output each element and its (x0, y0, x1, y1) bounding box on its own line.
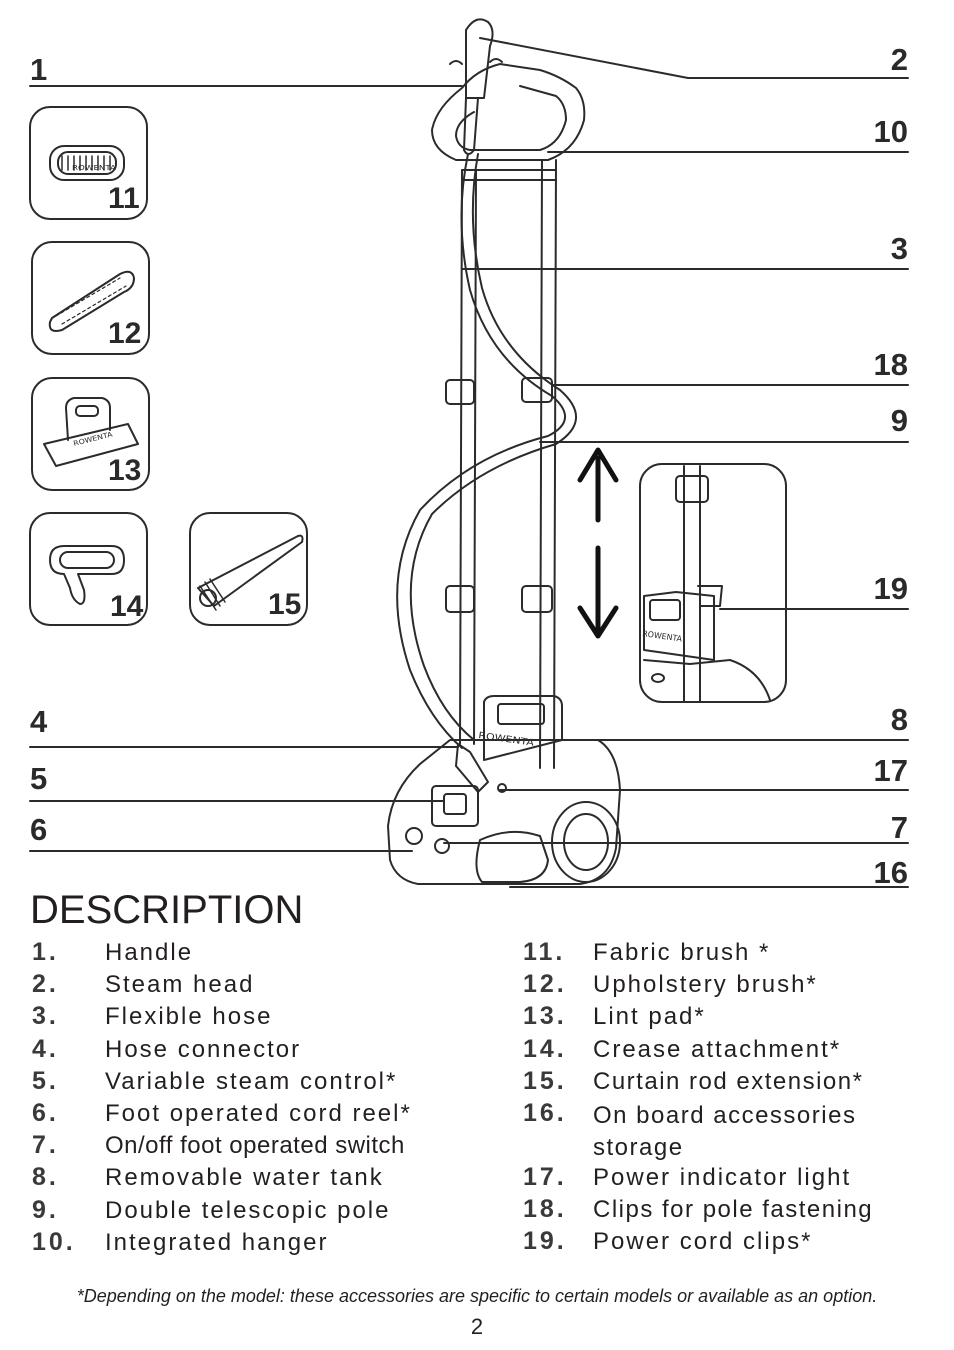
item-number: 2. (32, 970, 59, 999)
callout-1: 1 (30, 52, 48, 87)
callout-7: 7 (890, 810, 908, 845)
item-number: 19. (523, 1227, 567, 1256)
callout-17: 17 (873, 753, 908, 788)
steamer-hanger-and-poles (431, 63, 586, 769)
item-number: 12. (523, 970, 567, 999)
item-number: 7. (32, 1131, 59, 1160)
callout-leader-lines (29, 37, 909, 888)
brand-logo: ROWENTA (72, 164, 116, 172)
list-item: 6. Foot operated cord reel* (32, 1099, 472, 1131)
upholstery-brush-illustration (31, 241, 150, 355)
callout-18: 18 (873, 347, 908, 382)
crease-attachment-illustration (29, 512, 148, 626)
item-number: 18. (523, 1195, 567, 1224)
callout-10: 10 (873, 114, 908, 149)
lint-pad-illustration (31, 377, 150, 491)
parts-list-right: 11. Fabric brush * 12. Upholstery brush* 1… (523, 938, 943, 1260)
item-number: 6. (32, 1098, 59, 1127)
item-number: 9. (32, 1195, 59, 1224)
list-item: 15. Curtain rod extension* (523, 1067, 943, 1099)
callout-4: 4 (30, 704, 48, 739)
item-label: Lint pad* (593, 1003, 706, 1031)
brand-logo: ROWENTA (478, 731, 536, 749)
item-number: 3. (32, 1002, 59, 1031)
power-cord-clips-inset (639, 463, 787, 703)
list-item: 12. Upholstery brush* (523, 970, 943, 1002)
flexible-hose-illustration (396, 153, 577, 749)
item-label: Foot operated cord reel* (105, 1099, 412, 1127)
list-item: 18. Clips for pole fastening (523, 1195, 943, 1227)
item-number: 4. (32, 1034, 59, 1063)
section-title: DESCRIPTION (30, 888, 304, 932)
item-label: Clips for pole fastening (593, 1196, 874, 1224)
footnote: *Depending on the model: these accessori… (76, 1286, 878, 1306)
list-item: 10. Integrated hanger (32, 1228, 472, 1260)
item-label: Crease attachment* (593, 1035, 842, 1063)
item-label: Fabric brush * (593, 939, 771, 966)
list-item: 16. On board accessories storage (523, 1099, 943, 1163)
item-label: Hose connector (105, 1035, 302, 1063)
item-number: 13. (523, 1002, 567, 1031)
parts-list-left: 1. Handle 2. Steam head 3. Flexible hose 4.… (32, 938, 472, 1260)
telescopic-adjust-arrow-icon (577, 447, 619, 639)
item-number: 5. (32, 1066, 59, 1095)
item-number: 10. (32, 1227, 76, 1256)
list-item: 17. Power indicator light (523, 1163, 943, 1195)
item-label: Removable water tank (105, 1164, 384, 1192)
item-label: On board accessories storage (593, 1101, 857, 1161)
list-item: 14. Crease attachment* (523, 1035, 943, 1067)
item-number: 16. (523, 1098, 567, 1127)
accessory-number-12: 12 (108, 317, 142, 350)
list-item: 2. Steam head (32, 970, 472, 1002)
item-label: Power indicator light (593, 1163, 852, 1191)
list-item: 13. Lint pad* (523, 1002, 943, 1034)
curtain-rod-extension-illustration (189, 512, 308, 626)
list-item: 7. On/off foot operated switch (32, 1131, 472, 1163)
item-label: Integrated hanger (105, 1228, 329, 1256)
item-number: 11. (523, 938, 566, 966)
item-label: Power cord clips* (593, 1228, 813, 1256)
list-item: 11. Fabric brush * (523, 938, 943, 970)
list-item: 9. Double telescopic pole (32, 1196, 472, 1228)
brand-logo: ROWENTA (642, 629, 683, 644)
fabric-brush-illustration (29, 106, 148, 220)
item-number: 15. (523, 1066, 567, 1095)
garment-steamer-diagram: ROWENTA ROWENTA ROWENTA ROWENTA (29, 18, 909, 888)
item-label: Steam head (105, 971, 255, 999)
item-label: Curtain rod extension* (593, 1067, 864, 1095)
callout-9: 9 (890, 403, 908, 438)
item-number: 17. (523, 1162, 567, 1191)
list-item: 3. Flexible hose (32, 1002, 472, 1034)
item-number: 8. (32, 1163, 59, 1192)
steamer-base-illustration (387, 695, 621, 885)
callout-8: 8 (890, 702, 908, 737)
item-label: Variable steam control* (105, 1067, 398, 1095)
item-label: Flexible hose (105, 1003, 273, 1031)
item-number: 1. (32, 938, 59, 966)
callout-19: 19 (873, 571, 908, 606)
callout-2: 2 (890, 42, 908, 77)
item-number: 14. (523, 1034, 567, 1063)
item-label: On/off foot operated switch (105, 1132, 405, 1160)
list-item: 19. Power cord clips* (523, 1227, 943, 1259)
callout-6: 6 (30, 812, 48, 847)
page-number: 2 (470, 1314, 484, 1339)
item-label: Handle (105, 939, 194, 966)
list-item: 4. Hose connector (32, 1035, 472, 1067)
list-item: 5. Variable steam control* (32, 1067, 472, 1099)
accessory-number-14: 14 (110, 590, 144, 623)
callout-16: 16 (873, 855, 908, 890)
item-label: Upholstery brush* (593, 971, 818, 999)
item-label: Double telescopic pole (105, 1196, 391, 1224)
callout-5: 5 (30, 761, 48, 796)
list-item: 1. Handle (32, 938, 472, 970)
accessory-number-11: 11 (108, 182, 140, 215)
accessory-number-13: 13 (108, 454, 142, 487)
list-item: 8. Removable water tank (32, 1163, 472, 1195)
accessory-number-15: 15 (268, 588, 302, 621)
callout-3: 3 (890, 231, 908, 266)
